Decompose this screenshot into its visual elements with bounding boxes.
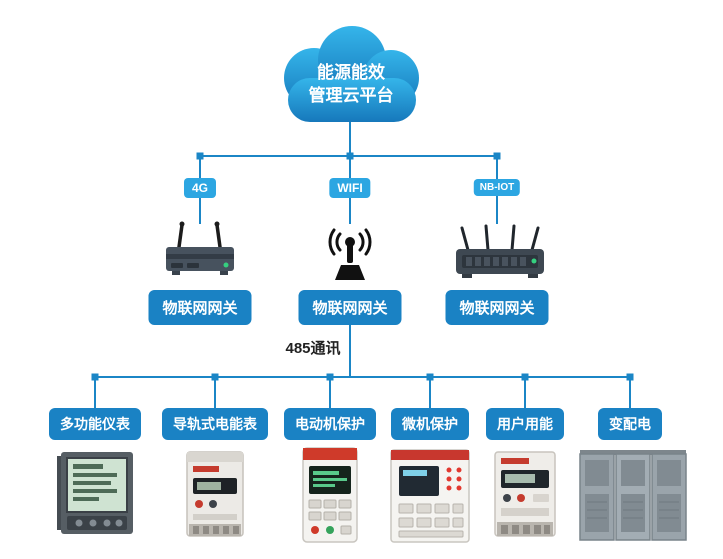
junction-dots — [91, 152, 634, 381]
device-micro-protection — [387, 446, 473, 551]
device-label-multifunction-meter: 多功能仪表 — [49, 408, 141, 440]
din-rail-meter-icon — [186, 451, 244, 537]
network-badge-4g: 4G — [183, 178, 217, 198]
cloud-title-line2: 管理云平台 — [308, 85, 394, 105]
device-motor-protection — [293, 444, 367, 551]
device-user-energy-meter — [481, 448, 569, 547]
device-label-din-rail-meter: 导轨式电能表 — [162, 408, 268, 440]
cloud-title-line1: 能源能效 — [317, 63, 385, 82]
micro-protection-icon — [390, 449, 470, 543]
switchgear-cabinet-icon — [579, 450, 687, 541]
user-energy-meter-icon — [494, 451, 556, 537]
device-multifunction-meter — [51, 446, 139, 547]
gateway-device-wifi — [322, 221, 378, 290]
gateway-device-4g — [160, 220, 240, 291]
device-label-user-energy: 用户用能 — [486, 408, 564, 440]
device-label-switchgear: 变配电 — [598, 408, 662, 440]
gateway-label-3: 物联网网关 — [445, 290, 549, 325]
cloud-icon — [284, 26, 419, 122]
gateway-label-2: 物联网网关 — [298, 290, 402, 325]
network-badge-nbiot: NB-IOT — [473, 179, 521, 196]
multifunction-meter-icon — [57, 452, 133, 534]
network-badge-wifi: WIFI — [329, 178, 371, 198]
cloud-platform: 能源能效 管理云平台 — [262, 26, 440, 128]
bus-485-label: 485通讯 — [285, 340, 341, 357]
4g-router-icon — [166, 221, 234, 275]
nbiot-router-icon — [456, 224, 544, 278]
device-label-micro-protection: 微机保护 — [391, 408, 469, 440]
device-label-motor-protection: 电动机保护 — [284, 408, 376, 440]
device-switchgear-cabinet — [576, 444, 690, 551]
gateway-device-nbiot — [448, 222, 552, 291]
cloud-title: 能源能效 管理云平台 — [309, 62, 394, 108]
device-din-rail-meter — [171, 448, 259, 547]
motor-protection-icon — [302, 447, 358, 543]
wifi-antenna-icon — [328, 228, 372, 280]
gateway-label-1: 物联网网关 — [148, 290, 252, 325]
